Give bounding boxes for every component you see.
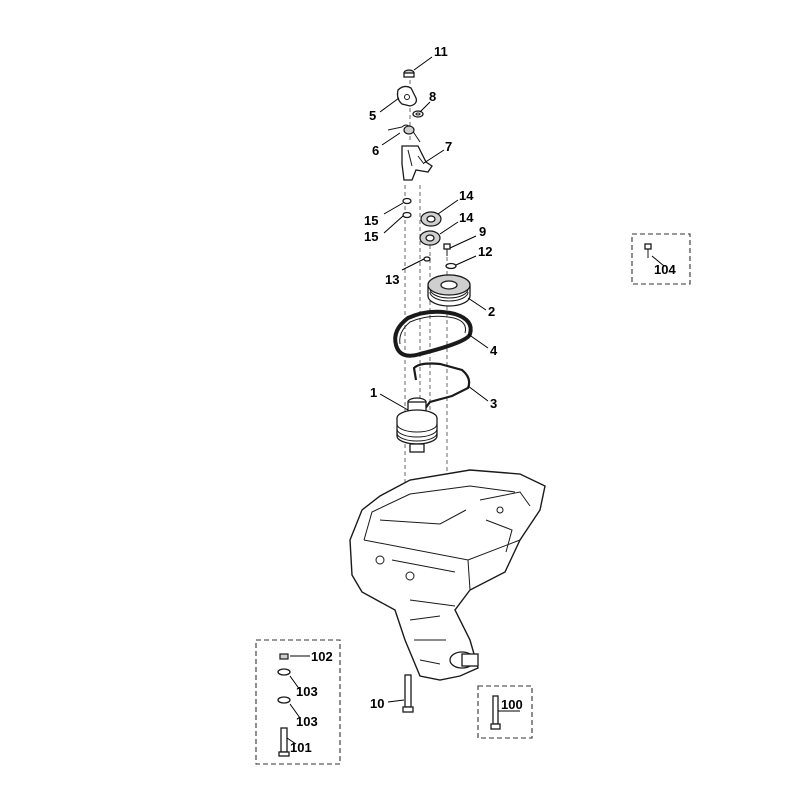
callout-13: 13 [385,272,399,287]
callout-15a: 15 [364,213,378,228]
callout-103a: 103 [296,684,318,699]
part-3-rod [412,362,471,411]
part-14-bearings [419,211,442,246]
part-11-nut [403,69,415,78]
callout-3: 3 [490,396,497,411]
part-9-bolt [443,243,451,256]
part-8-washer [412,110,424,118]
callout-103b: 103 [296,714,318,729]
callout-5: 5 [369,108,376,123]
callout-6: 6 [372,143,379,158]
callout-4: 4 [490,343,498,358]
callout-12: 12 [478,244,492,259]
callout-9: 9 [479,224,486,239]
callout-104: 104 [654,262,676,277]
part-12-washer [445,262,457,270]
transmission-housing [349,469,546,681]
part-13-clip [423,256,431,262]
callout-100: 100 [501,697,523,712]
part-2-pulley [427,274,471,307]
callout-15b: 15 [364,229,378,244]
callout-11: 11 [434,44,448,59]
callout-1: 1 [370,385,377,400]
detail-box-104 [631,233,691,285]
part-4-belt [393,309,473,358]
leader-lines [286,56,665,745]
detail-box-100 [477,685,533,739]
callout-8: 8 [429,89,436,104]
part-10-bolt [402,674,414,713]
part-15-washers [402,197,412,219]
callout-labels: 11 5 8 6 7 14 14 15 15 9 12 13 2 4 3 1 1… [290,44,676,755]
callout-102: 102 [311,649,333,664]
part-1-pulley-assembly [396,397,438,453]
callout-14a: 14 [459,188,474,203]
callout-10: 10 [370,696,384,711]
part-5-lever [396,85,418,107]
callout-14b: 14 [459,210,474,225]
part-6-spring [387,124,421,143]
callout-2: 2 [488,304,495,319]
callout-101: 101 [290,740,312,755]
part-7-bracket [401,145,433,181]
callout-7: 7 [445,139,452,154]
detail-box-101-103 [255,639,341,765]
